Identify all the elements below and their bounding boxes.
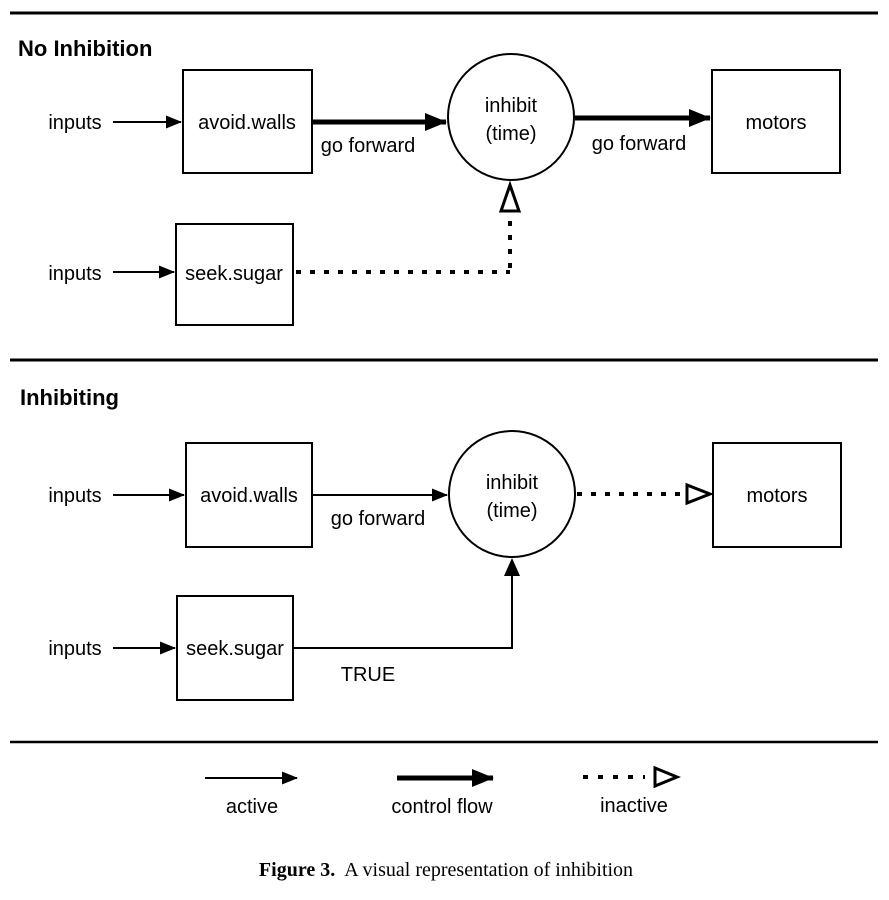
process-box-seek-sugar-label: seek.sugar bbox=[185, 263, 283, 285]
process-box-motors-label: motors bbox=[745, 112, 806, 134]
open-arrowhead-right-icon bbox=[685, 482, 715, 506]
process-box-seek-sugar bbox=[175, 223, 294, 326]
inputs-label: inputs bbox=[48, 112, 101, 134]
inhibit-node-label-line2: (time) bbox=[485, 123, 536, 145]
legend-control-flow-label: control flow bbox=[391, 796, 493, 818]
inhibit-node-label-line1: inhibit bbox=[486, 472, 539, 494]
figure-caption: Figure 3. A visual representation of inhi… bbox=[259, 859, 633, 881]
process-box-seek-sugar-label: seek.sugar bbox=[186, 638, 284, 660]
inputs-label: inputs bbox=[48, 638, 101, 660]
inhibit-node-label-line1: inhibit bbox=[485, 95, 538, 117]
edge-label-true: TRUE bbox=[341, 664, 395, 686]
legend-active-label: active bbox=[226, 796, 278, 818]
open-arrowhead-up-icon bbox=[498, 180, 522, 213]
process-box-motors bbox=[711, 69, 841, 174]
inhibit-node-circle bbox=[448, 430, 576, 558]
inhibit-node-label-line2: (time) bbox=[486, 500, 537, 522]
filled-arrowhead-up-icon bbox=[504, 558, 520, 576]
figure-caption-text: A visual representation of inhibition bbox=[344, 859, 633, 881]
process-box-avoid-walls-label: avoid.walls bbox=[200, 485, 298, 507]
edge-label-go-forward: go forward bbox=[331, 508, 426, 530]
active-arrow-seek-to-inhibit bbox=[293, 574, 513, 649]
figure-caption-number: Figure 3. bbox=[259, 859, 335, 881]
process-box-avoid-walls bbox=[182, 69, 313, 174]
edge-label-go-forward: go forward bbox=[592, 133, 687, 155]
process-box-motors bbox=[712, 442, 842, 548]
legend-open-arrowhead-icon bbox=[653, 765, 681, 789]
process-box-avoid-walls-label: avoid.walls bbox=[198, 112, 296, 134]
panel-title-no-inhibition: No Inhibition bbox=[18, 36, 152, 61]
inputs-label: inputs bbox=[48, 263, 101, 285]
panel-title-inhibiting: Inhibiting bbox=[20, 385, 119, 410]
process-box-motors-label: motors bbox=[746, 485, 807, 507]
process-box-avoid-walls bbox=[185, 442, 313, 548]
legend-inactive-label: inactive bbox=[600, 795, 668, 817]
inhibit-node-circle bbox=[447, 53, 575, 181]
legend: active control flow inactive bbox=[205, 765, 681, 818]
inputs-label: inputs bbox=[48, 485, 101, 507]
edge-label-go-forward: go forward bbox=[321, 135, 416, 157]
